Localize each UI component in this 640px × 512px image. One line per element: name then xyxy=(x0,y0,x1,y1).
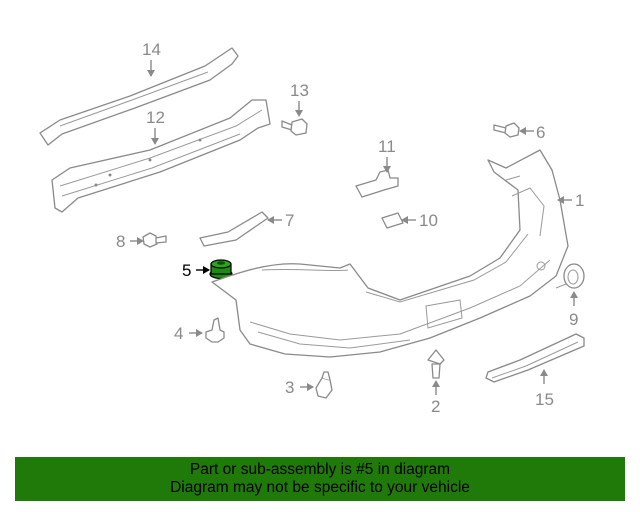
callout-6: 6 xyxy=(536,123,545,142)
callout-14: 14 xyxy=(142,40,161,59)
callout-12: 12 xyxy=(146,108,165,127)
callout-2: 2 xyxy=(431,397,440,416)
arrowhead-3 xyxy=(307,383,314,391)
arrowhead-14 xyxy=(147,70,155,77)
callout-4: 4 xyxy=(174,324,183,343)
banner-line-disclaimer: Diagram may not be specific to your vehi… xyxy=(170,479,470,496)
callout-5[interactable]: 5 xyxy=(182,261,191,280)
arrowhead-4 xyxy=(196,329,203,337)
arrowhead-9 xyxy=(570,291,578,298)
arrowhead-7 xyxy=(267,216,274,224)
part-7-trim-strip xyxy=(199,211,269,247)
callout-15: 15 xyxy=(535,390,554,409)
callout-13: 13 xyxy=(290,81,309,100)
part-15-molding xyxy=(485,333,585,383)
callout-9: 9 xyxy=(569,310,578,329)
callout-7: 7 xyxy=(285,211,294,230)
part-2-pin xyxy=(427,349,445,379)
arrowhead-1 xyxy=(557,196,564,204)
arrowhead-12 xyxy=(151,138,159,145)
callout-1: 1 xyxy=(575,191,584,210)
part-14-absorber-strip xyxy=(39,47,239,146)
part-13-bolt xyxy=(281,118,308,136)
arrowhead-8 xyxy=(137,237,144,245)
part-12-impact-bar xyxy=(51,99,271,213)
part-4-clip xyxy=(205,317,225,343)
callout-8: 8 xyxy=(116,232,125,251)
part-9-cap xyxy=(555,263,585,289)
arrowhead-11 xyxy=(383,166,391,173)
diagram-info-banner: Part or sub-assembly is #5 in diagram Di… xyxy=(15,457,625,501)
callout-11: 11 xyxy=(378,137,396,156)
part-8-bolt xyxy=(142,232,167,248)
arrowhead-5 xyxy=(203,266,210,274)
part-6-bolt xyxy=(493,122,520,138)
part-11-bracket xyxy=(355,169,399,198)
part-10-clip xyxy=(381,212,404,229)
arrowhead-10 xyxy=(401,216,408,224)
arrowhead-6 xyxy=(519,127,526,135)
part-3-rivet xyxy=(315,371,333,399)
callout-10: 10 xyxy=(419,211,438,230)
part-1-bumper-cover xyxy=(211,149,569,358)
arrowhead-2 xyxy=(432,380,440,387)
callout-3: 3 xyxy=(285,378,294,397)
arrowhead-13 xyxy=(295,110,303,117)
arrowhead-15 xyxy=(540,369,548,376)
part-5-nut xyxy=(209,259,233,280)
banner-line-part: Part or sub-assembly is #5 in diagram xyxy=(189,461,451,478)
